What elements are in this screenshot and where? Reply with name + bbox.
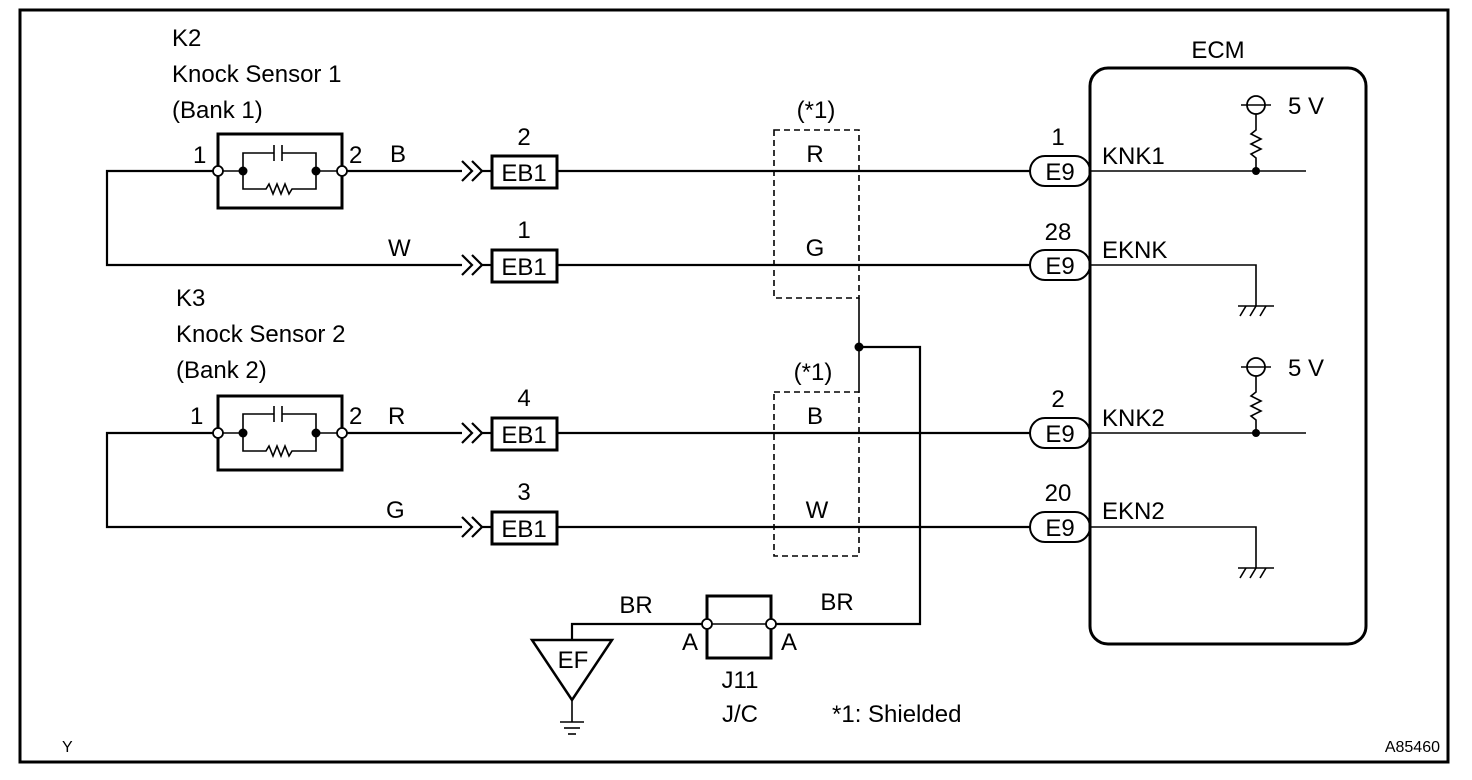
diagram-frame — [18, 8, 1450, 764]
ground-ef: EF — [529, 622, 702, 735]
ground-ef-label: EF — [558, 647, 589, 674]
shield-drain-wire — [771, 298, 922, 626]
eb1-pin-4: 3 — [517, 479, 530, 506]
ecm-signal-eknk: EKNK — [1102, 237, 1167, 264]
e9-pin-2: 28 — [1045, 219, 1072, 246]
e9-connector-4: E9 20 — [1029, 480, 1091, 543]
ecm-signal-knk2: KNK2 — [1102, 405, 1165, 432]
j11-id: J11 — [722, 667, 759, 694]
wire-label-w-in: W — [388, 235, 411, 262]
eb1-label-1: EB1 — [501, 160, 546, 187]
shield-1-label: (*1) — [797, 97, 836, 124]
corner-label-right: A85460 — [1385, 739, 1440, 756]
ecm-signal-ekn2: EKN2 — [1102, 498, 1165, 525]
e9-connector-2: E9 28 — [1029, 219, 1091, 281]
wire-label-b-out: B — [807, 403, 823, 430]
wire-label-b-in: B — [390, 141, 406, 168]
junction-j11: A A J11 J/C — [682, 594, 797, 728]
eknk-ground-icon — [1090, 264, 1274, 317]
eb1-label-3: EB1 — [501, 422, 546, 449]
j11-type: J/C — [722, 701, 758, 728]
sensor2-pin-right: 2 — [349, 403, 362, 430]
e9-pin-1: 1 — [1051, 124, 1064, 151]
eb1-connector-1: EB1 2 — [461, 124, 559, 190]
ekn2-ground-icon — [1090, 526, 1274, 579]
shield-1 — [773, 129, 860, 299]
ecm-unit: ECM KNK1 EKNK KNK2 EKN2 5 V — [1088, 37, 1368, 646]
sensor1-capacitor-resistor-icon — [212, 145, 348, 197]
knk2-voltage: 5 V — [1288, 355, 1324, 382]
sensor1-bank: (Bank 1) — [172, 97, 263, 124]
wire-label-br-left: BR — [619, 592, 652, 619]
knock-sensor-1: K2 Knock Sensor 1 (Bank 1) 1 2 — [172, 25, 362, 210]
wires-left — [105, 169, 462, 529]
j11-pin-right: A — [781, 629, 797, 656]
knk1-pullup: 5 V — [1090, 93, 1324, 175]
sensor2-bank: (Bank 2) — [176, 357, 267, 384]
eb1-label-2: EB1 — [501, 254, 546, 281]
wire-label-r-in: R — [388, 403, 405, 430]
e9-pin-4: 20 — [1045, 480, 1072, 507]
e9-label-1: E9 — [1045, 159, 1074, 186]
wire-label-g-out: G — [806, 235, 825, 262]
eb1-pin-2: 1 — [517, 217, 530, 244]
e9-label-4: E9 — [1045, 515, 1074, 542]
eb1-connector-2: EB1 1 — [461, 217, 559, 284]
eb1-connector-4: EB1 3 — [461, 479, 559, 546]
e9-label-2: E9 — [1045, 253, 1074, 280]
wire-label-br-right: BR — [820, 589, 853, 616]
knock-sensor-2: K3 Knock Sensor 2 (Bank 2) 1 2 — [176, 285, 362, 472]
eb1-pin-3: 4 — [517, 385, 530, 412]
eb1-label-4: EB1 — [501, 516, 546, 543]
wire-label-w-out: W — [806, 497, 829, 524]
eb1-pin-1: 2 — [517, 124, 530, 151]
footnote-shielded: *1: Shielded — [832, 701, 961, 728]
sensor2-name: Knock Sensor 2 — [176, 321, 345, 348]
e9-connector-1: E9 1 — [1029, 124, 1091, 187]
e9-connector-3: E9 2 — [1029, 386, 1091, 449]
e9-label-3: E9 — [1045, 421, 1074, 448]
shield-2-label: (*1) — [794, 359, 833, 386]
shield-2 — [773, 391, 860, 557]
e9-pin-3: 2 — [1051, 386, 1064, 413]
sensor1-name: Knock Sensor 1 — [172, 61, 341, 88]
j11-pin-left: A — [682, 629, 698, 656]
wire-label-g-in: G — [386, 497, 405, 524]
sensor2-pin-left: 1 — [190, 403, 203, 430]
corner-label-left: Y — [62, 739, 73, 756]
sensor1-id: K2 — [172, 25, 201, 52]
sensor1-pin-left: 1 — [193, 142, 206, 169]
knk2-pullup: 5 V — [1090, 355, 1324, 437]
ecm-title: ECM — [1191, 37, 1244, 64]
wire-label-r-out: R — [806, 141, 823, 168]
wires-middle — [557, 169, 1030, 529]
sensor1-pin-right: 2 — [349, 142, 362, 169]
knk1-voltage: 5 V — [1288, 93, 1324, 120]
eb1-connector-3: EB1 4 — [461, 385, 559, 452]
ecm-signal-knk1: KNK1 — [1102, 143, 1165, 170]
sensor2-capacitor-resistor-icon — [212, 406, 348, 459]
sensor2-id: K3 — [176, 285, 205, 312]
